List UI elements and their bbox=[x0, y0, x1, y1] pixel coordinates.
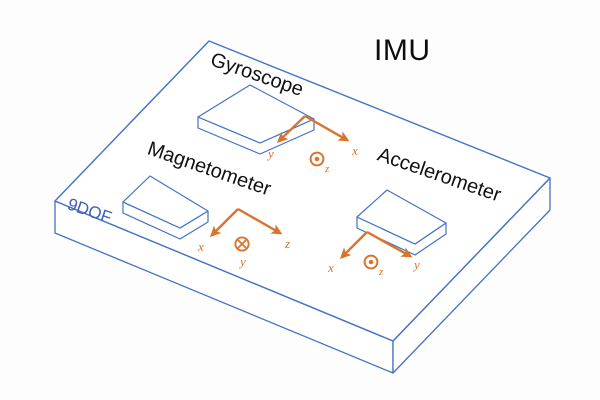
accelerometer-z-axis-out-of-page-icon bbox=[363, 254, 379, 270]
accelerometer-chip[interactable] bbox=[356, 189, 447, 256]
pcb-board bbox=[54, 40, 551, 374]
gyroscope-z-axis-letter: z bbox=[325, 163, 330, 175]
magnetometer-chip[interactable] bbox=[122, 175, 209, 240]
accelerometer-axis-indicator bbox=[339, 230, 413, 270]
magnetometer-axis-indicator bbox=[209, 207, 283, 252]
accelerometer-x-axis-arrow bbox=[339, 231, 368, 260]
gyroscope-chip[interactable] bbox=[197, 84, 315, 155]
magnetometer-chip-top-face bbox=[122, 175, 209, 229]
magnetometer-x-axis-arrow bbox=[209, 208, 239, 238]
magnetometer-z-axis-letter: z bbox=[285, 236, 291, 251]
gyroscope-y-axis-arrow bbox=[276, 115, 306, 143]
magnetometer-z-axis-arrow bbox=[237, 207, 283, 235]
gyroscope-x-axis-letter: x bbox=[352, 143, 358, 158]
accelerometer-y-axis-arrow bbox=[366, 230, 413, 258]
magnetometer-x-axis-letter: x bbox=[198, 239, 204, 254]
magnetometer-y-axis-into-page-icon bbox=[234, 236, 250, 252]
accelerometer-y-axis-letter: y bbox=[414, 257, 420, 272]
accelerometer-x-axis-letter: x bbox=[328, 260, 334, 275]
magnetometer-y-axis-letter: y bbox=[240, 254, 246, 269]
gyroscope-z-axis-out-of-page-icon bbox=[309, 151, 325, 167]
gyroscope-axis-indicator bbox=[276, 114, 350, 167]
gyroscope-y-axis-letter: y bbox=[268, 146, 274, 161]
accelerometer-chip-top-face bbox=[356, 189, 447, 245]
gyroscope-chip-top-face bbox=[197, 84, 315, 144]
diagram-title: IMU bbox=[374, 34, 431, 67]
accelerometer-z-axis-letter: z bbox=[379, 266, 384, 278]
board-top-face bbox=[54, 40, 551, 342]
gyroscope-x-axis-arrow bbox=[304, 114, 350, 142]
